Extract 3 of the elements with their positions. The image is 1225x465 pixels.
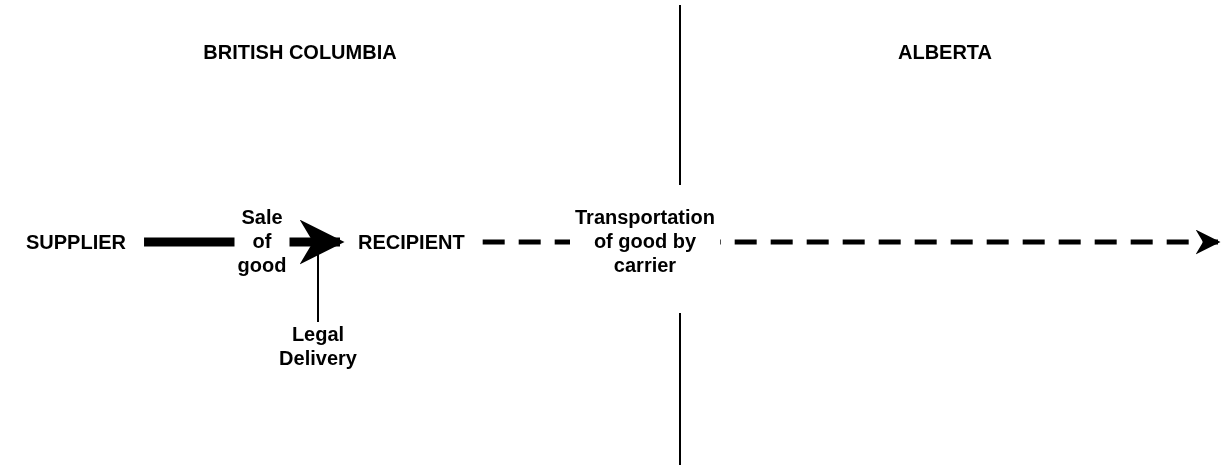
node-text: RECIPIENT xyxy=(340,230,483,254)
node-text: SUPPLIER xyxy=(8,230,145,254)
callout-text: Legal Delivery xyxy=(273,322,363,370)
